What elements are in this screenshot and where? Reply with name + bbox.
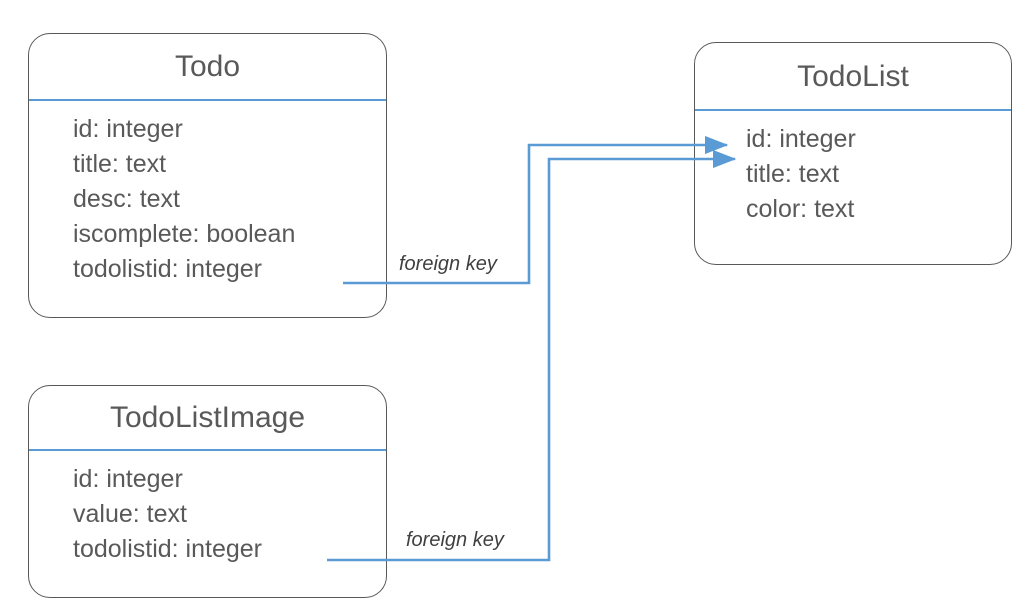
field-row: id: integer	[746, 125, 856, 153]
relationship-label-todo-todolist: foreign key	[395, 252, 501, 276]
entity-todo-divider	[29, 99, 386, 101]
connector-todolistimage-to-todolist	[327, 149, 737, 562]
entity-todolistimage-title: TodoListImage	[109, 401, 306, 434]
relationship-label-todolistimage-todolist: foreign key	[402, 528, 508, 552]
entity-todolistimage-divider	[29, 449, 386, 451]
field-row: value: text	[73, 500, 187, 528]
entity-todolist-title: TodoList	[797, 60, 909, 93]
entity-todo-title: Todo	[174, 50, 241, 83]
field-row: color: text	[746, 195, 855, 223]
field-row: id: integer	[73, 465, 183, 493]
field-row: iscomplete: boolean	[73, 220, 296, 248]
field-row: desc: text	[73, 185, 180, 213]
entity-todolist-divider	[695, 109, 1011, 111]
field-row: todolistid: integer	[73, 535, 263, 563]
entity-todolist-fields: id: integer title: text color: text	[695, 122, 1011, 227]
field-row: title: text	[73, 150, 167, 178]
entity-todolistimage-fields: id: integer value: text todolistid: inte…	[29, 462, 386, 567]
field-row: title: text	[746, 160, 840, 188]
field-row: id: integer	[73, 115, 183, 143]
entity-todo-fields: id: integer title: text desc: text iscom…	[29, 112, 386, 287]
field-row: todolistid: integer	[73, 255, 263, 283]
entity-todolist[interactable]: TodoList id: integer title: text color: …	[694, 42, 1012, 265]
entity-todo[interactable]: Todo id: integer title: text desc: text …	[28, 33, 387, 318]
entity-todolistimage[interactable]: TodoListImage id: integer value: text to…	[28, 385, 387, 598]
